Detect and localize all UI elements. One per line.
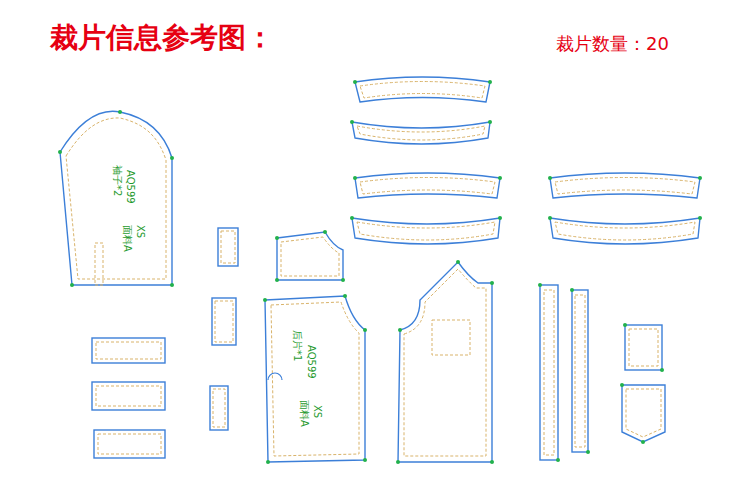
page-title: 裁片信息参考图： — [50, 24, 274, 52]
style-code: AQ599 — [125, 170, 135, 204]
seam-lines — [66, 82, 695, 457]
piece-name: 袖子*2 — [112, 165, 122, 196]
piece-name: 后片*1 — [292, 330, 302, 361]
style-code: AQ599 — [306, 345, 316, 379]
notch — [268, 373, 282, 380]
size-code: XS — [135, 225, 145, 238]
fabric-code: 面料A — [122, 225, 132, 252]
piece-outlines — [60, 77, 700, 462]
fabric-code: 面料A — [299, 400, 309, 427]
grade-points — [58, 80, 702, 464]
piece-count: 裁片数量：20 — [556, 35, 669, 53]
size-code: XS — [312, 405, 322, 418]
